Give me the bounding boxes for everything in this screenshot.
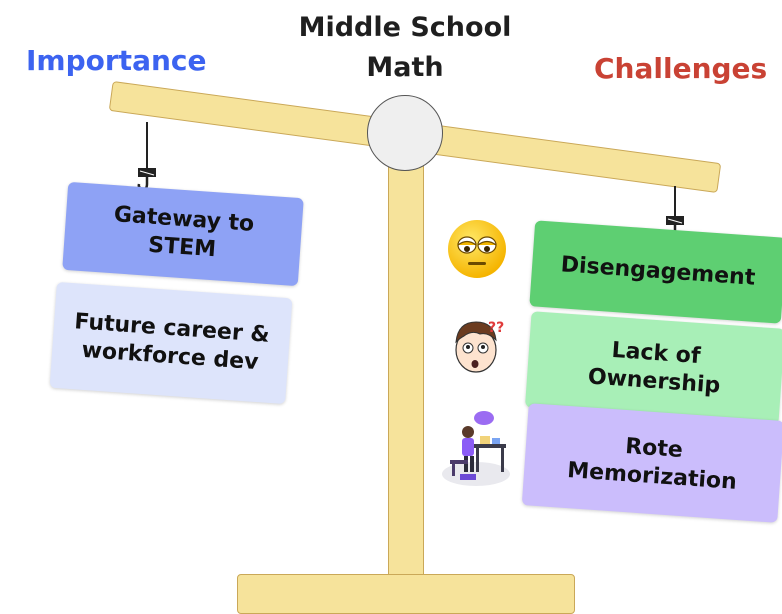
- importance-card-stem: Gateway to STEM: [62, 181, 304, 287]
- scale-pivot: [367, 95, 443, 171]
- importance-card-career: Future career & workforce dev: [49, 281, 293, 405]
- scale-post: [388, 150, 424, 580]
- scale-base: [237, 574, 575, 614]
- diagram-title: Middle School Math: [270, 8, 540, 88]
- challenge-card-disengagement-label: Disengagement: [560, 252, 757, 291]
- rolling-eyes-face-icon: [448, 220, 506, 278]
- challenges-label: Challenges: [594, 52, 768, 85]
- right-hook-line: [674, 186, 676, 222]
- title-line-2: Math: [366, 52, 444, 83]
- challenge-card-rote: Rote Memorization: [521, 403, 782, 523]
- svg-text:??: ??: [488, 320, 504, 336]
- left-hook-line: [146, 122, 148, 172]
- title-line-1: Middle School: [298, 12, 512, 43]
- student-desk-icon: [442, 411, 510, 486]
- challenge-card-disengagement: Disengagement: [529, 220, 782, 324]
- importance-label: Importance: [26, 44, 207, 77]
- confused-boy-icon: ??: [455, 320, 504, 373]
